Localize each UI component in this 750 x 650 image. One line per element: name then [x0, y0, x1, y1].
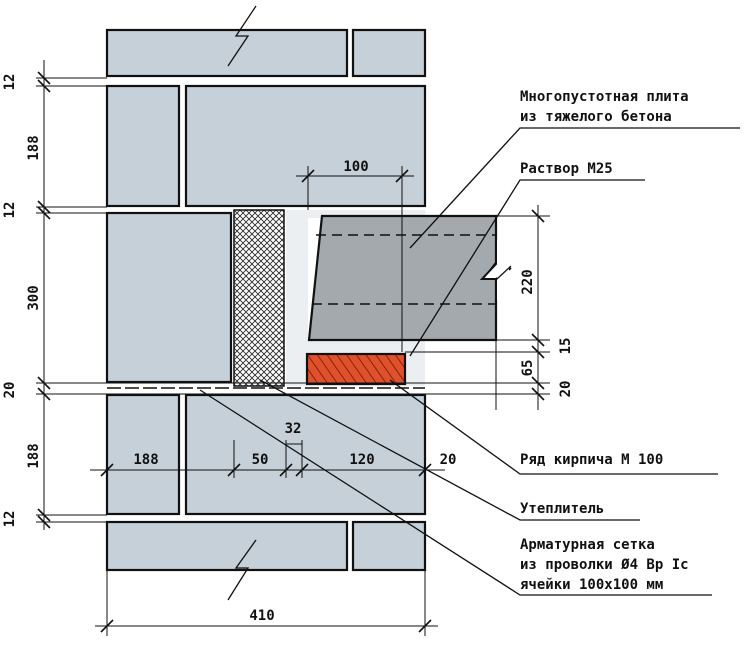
- dim-h-32: 32: [285, 421, 302, 437]
- dim-right-65: 65: [520, 360, 536, 377]
- dim-right-15: 15: [558, 338, 574, 355]
- label-insulation: Утеплитель: [520, 501, 604, 517]
- label-mesh-line2: из проволки Ø4 Вр Ic: [520, 557, 689, 573]
- dim-left-12-a: 12: [2, 74, 18, 91]
- brick-row2-right: [184, 84, 427, 208]
- dim-left-12-b: 12: [2, 202, 18, 219]
- break-mark-bottom: [227, 539, 257, 601]
- dim-right-220: 220: [520, 269, 536, 294]
- dim-h-50: 50: [252, 452, 269, 468]
- dim-h-120: 120: [349, 452, 374, 468]
- break-mark-top: [227, 5, 257, 67]
- brick-bottom-left: [105, 520, 349, 572]
- label-slab-line1: Многопустотная плита: [520, 89, 689, 105]
- dim-h-188: 188: [133, 452, 158, 468]
- dim-left-188-b: 188: [26, 443, 42, 468]
- brick-row2-left: [105, 84, 181, 208]
- dim-slab-bearing: 100: [343, 159, 368, 175]
- brick-row4-right: [184, 393, 427, 516]
- dim-left-300: 300: [26, 285, 42, 310]
- overall-width-dimension: [95, 570, 438, 636]
- brick-top-right: [351, 28, 427, 78]
- dim-left-12-c: 12: [2, 511, 18, 528]
- dim-overall-width: 410: [249, 608, 274, 624]
- label-slab-line2: из тяжелого бетона: [520, 109, 672, 125]
- dim-h-20: 20: [440, 452, 457, 468]
- brick-row3-left: [105, 211, 233, 384]
- right-dimension-chain: [405, 205, 550, 410]
- slab-bearing-dimension: [296, 166, 414, 352]
- brick-row4-left: [105, 393, 181, 516]
- dim-left-188-a: 188: [26, 135, 42, 160]
- label-mesh-line1: Арматурная сетка: [520, 537, 655, 553]
- brick-bottom-right: [351, 520, 427, 572]
- horizontal-dimension-chain: [90, 440, 445, 478]
- brick-top-left: [105, 28, 349, 78]
- leader-lines: [199, 127, 740, 596]
- red-brick-row: [305, 352, 407, 386]
- label-mesh-line3: ячейки 100х100 мм: [520, 577, 663, 593]
- label-brick-row: Ряд кирпича М 100: [520, 452, 663, 468]
- dim-left-20: 20: [2, 382, 18, 399]
- mortar-gap: [286, 210, 308, 386]
- label-mortar: Раствор М25: [520, 161, 613, 177]
- insulation-layer: [233, 209, 285, 387]
- left-dimension-chain: [36, 60, 425, 530]
- dim-right-20: 20: [558, 381, 574, 398]
- mortar-right: [308, 210, 425, 218]
